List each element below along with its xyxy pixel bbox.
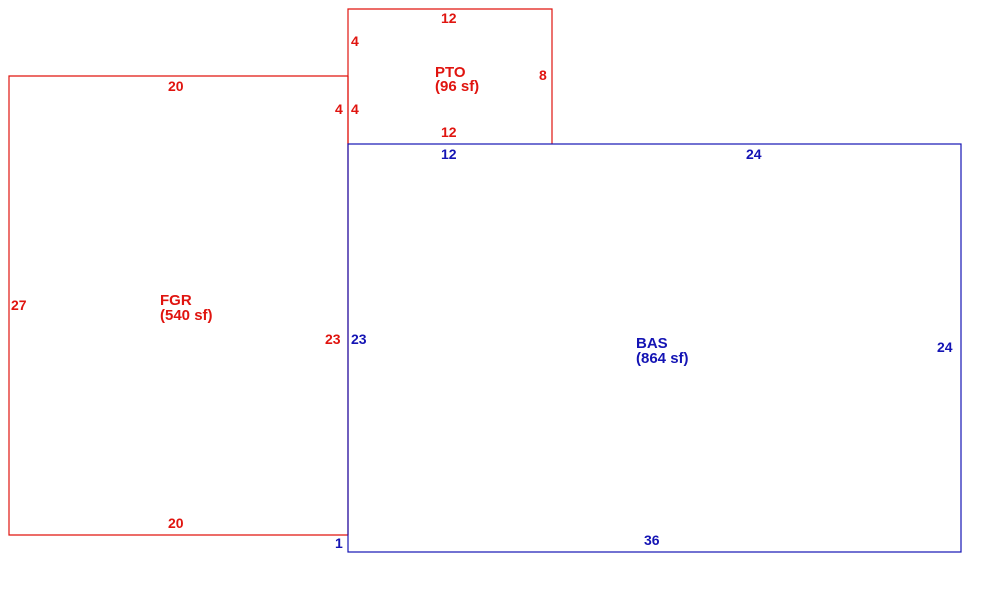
pto-area-size: (96 sf) <box>435 78 480 95</box>
fgr-outline <box>8 75 348 536</box>
pto-left-lower-outer-dimension: 4 <box>335 101 343 117</box>
fgr-right-dimension: 23 <box>325 331 341 347</box>
bas-bottom-dimension: 36 <box>644 532 660 548</box>
fgr-area-size: (540 sf) <box>160 307 213 324</box>
bas-top-right-dimension: 24 <box>746 146 762 162</box>
bas-area-size: (864 sf) <box>636 350 689 367</box>
pto-outline <box>347 8 553 144</box>
fgr-left-dimension: 27 <box>11 297 27 313</box>
pto-top-dimension: 12 <box>441 10 457 26</box>
bas-top-left-dimension: 12 <box>441 146 457 162</box>
fgr-top-dimension: 20 <box>168 78 184 94</box>
pto-left-lower-inner-dimension: 4 <box>351 101 359 117</box>
fgr-area-name: FGR <box>160 292 192 309</box>
bas-bottom-left-dimension: 1 <box>335 535 343 551</box>
bas-left-dimension: 23 <box>351 331 367 347</box>
bas-right-dimension: 24 <box>937 339 953 355</box>
pto-bottom-dimension: 12 <box>441 124 457 140</box>
bas-area-name: BAS <box>636 335 668 352</box>
pto-left-upper-dimension: 4 <box>351 33 359 49</box>
bas-outline <box>347 143 962 553</box>
pto-right-dimension: 8 <box>539 67 547 83</box>
pto-area-name: PTO <box>435 64 466 81</box>
fgr-bottom-dimension: 20 <box>168 515 184 531</box>
